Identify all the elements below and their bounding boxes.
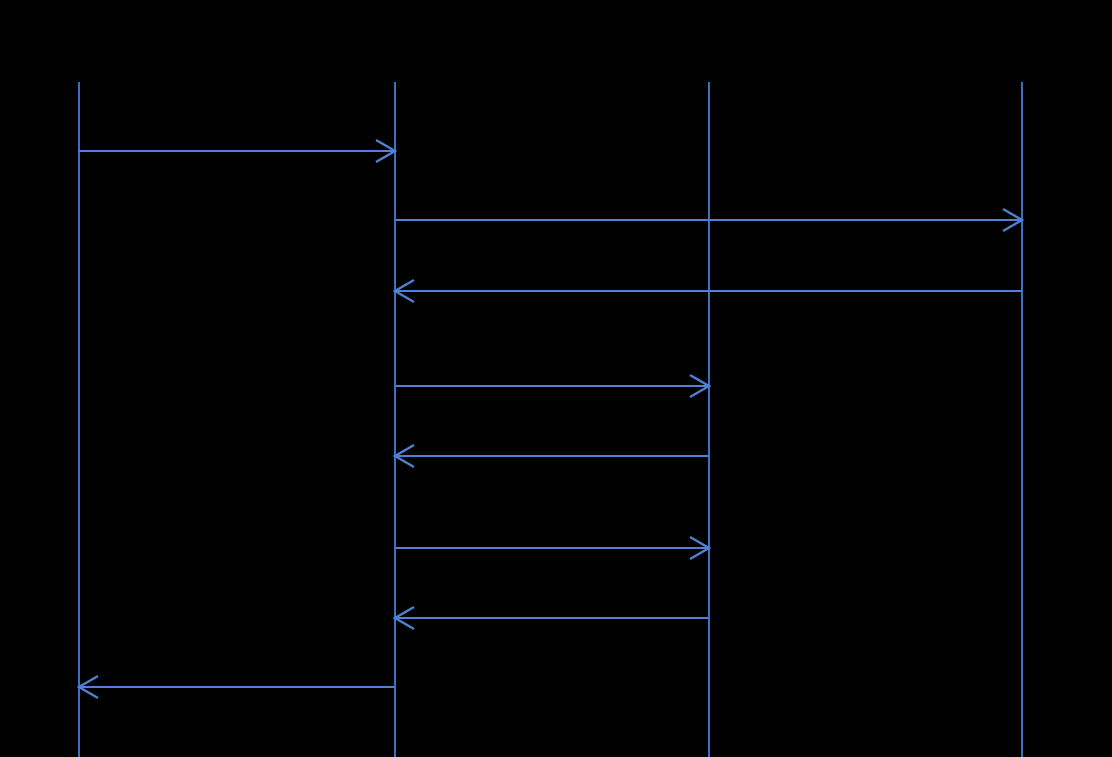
message-4[interactable] — [395, 373, 712, 399]
arrowhead-icon — [689, 373, 712, 399]
message-5[interactable] — [392, 443, 709, 469]
message-2[interactable] — [395, 207, 1025, 233]
message-1[interactable] — [79, 138, 398, 164]
message-8[interactable] — [76, 674, 395, 700]
message-6[interactable] — [395, 535, 712, 561]
arrowhead-icon — [689, 535, 712, 561]
arrowhead-icon — [1002, 207, 1025, 233]
message-3[interactable] — [392, 278, 1022, 304]
arrowhead-icon — [375, 138, 398, 164]
arrowhead-icon — [392, 443, 415, 469]
message-7[interactable] — [392, 605, 709, 631]
arrowhead-icon — [392, 605, 415, 631]
arrowhead-icon — [392, 278, 415, 304]
messages-layer — [76, 138, 1025, 700]
lifelines-layer — [78, 82, 1023, 757]
arrowhead-icon — [76, 674, 99, 700]
